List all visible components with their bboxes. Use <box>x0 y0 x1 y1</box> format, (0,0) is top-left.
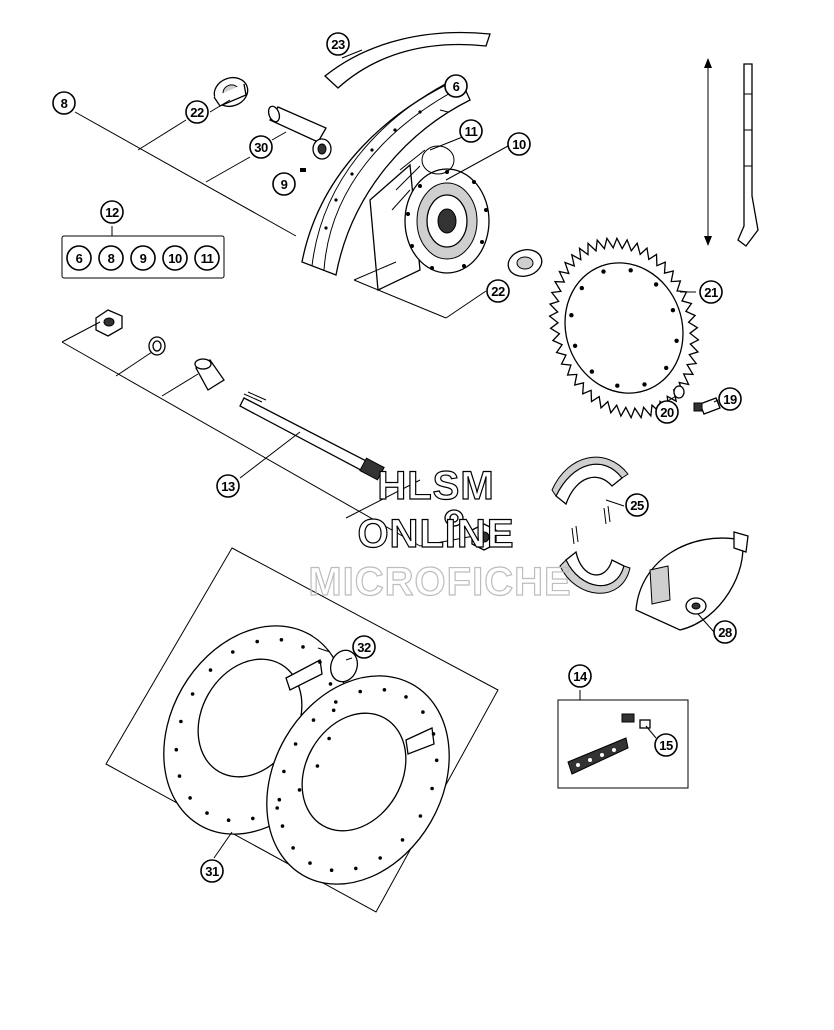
rear-sprocket-drawing <box>548 236 700 420</box>
bearing-bottom-drawing <box>507 249 543 277</box>
kit-item-label: 6 <box>76 251 83 266</box>
callout-label: 22 <box>190 105 204 120</box>
callout-c22-bottom: 22 <box>486 279 510 303</box>
watermark-line-3: MICROFICHE <box>308 560 571 604</box>
sprocket-bolt-drawing <box>673 385 721 415</box>
callout-label: 21 <box>704 285 718 300</box>
part-callouts: 23 6 8 22 30 11 10 9 12 22 21 20 19 13 25 28 32 14 15 31 <box>52 32 742 883</box>
callout-c28: 28 <box>713 620 737 644</box>
brake-plate-drawing <box>635 531 749 631</box>
callout-c14: 14 <box>568 664 592 688</box>
callout-c21: 21 <box>699 280 723 304</box>
callout-label: 28 <box>718 625 732 640</box>
spoke-nipple-drawing <box>300 168 306 172</box>
brake-shoes-drawing <box>551 456 631 594</box>
callout-label: 22 <box>491 284 505 299</box>
callout-label: 32 <box>357 640 371 655</box>
watermark-line-1: HLSM <box>377 464 494 508</box>
callout-label: 30 <box>254 140 268 155</box>
watermark: HLSM ONLINE MICROFICHE <box>308 463 572 604</box>
leader-lines <box>61 49 719 859</box>
callout-label: 9 <box>281 177 288 192</box>
callout-label: 15 <box>659 738 673 753</box>
axle-washer-drawing <box>148 336 166 356</box>
callout-label: 6 <box>453 79 460 94</box>
callout-c32: 32 <box>352 635 376 659</box>
callout-label: 12 <box>105 205 119 220</box>
kit-item-label: 11 <box>201 251 214 266</box>
callout-c22-top: 22 <box>185 100 209 124</box>
kit-item-circle <box>162 245 188 271</box>
spoke-rod-drawing <box>704 58 759 247</box>
wheel-rim-drawing <box>301 77 471 276</box>
callout-c30: 30 <box>249 135 273 159</box>
callout-c9: 9 <box>272 172 296 196</box>
kit-12-box: 6 8 9 10 11 <box>61 235 225 279</box>
wheel-hub-drawing <box>369 145 490 291</box>
callout-c11: 11 <box>459 119 483 143</box>
callout-c20: 20 <box>655 400 679 424</box>
callout-label: 8 <box>61 96 68 111</box>
callout-c31: 31 <box>200 859 224 883</box>
axle-drawing <box>239 391 385 481</box>
bearing-top-drawing <box>213 76 249 108</box>
callout-c23: 23 <box>326 32 350 56</box>
kit-item-circle <box>130 245 156 271</box>
kit-item-circle <box>194 245 220 271</box>
callout-c8: 8 <box>52 91 76 115</box>
callout-c12: 12 <box>100 200 124 224</box>
callout-label: 11 <box>465 124 478 139</box>
axle-washer-right-drawing <box>444 509 464 527</box>
chain-kit-box <box>557 699 689 789</box>
kit-item-circle <box>66 245 92 271</box>
rim-tape-drawing <box>324 31 491 89</box>
callout-label: 23 <box>331 37 345 52</box>
callout-label: 14 <box>573 669 588 684</box>
kit-item-label: 8 <box>108 251 115 266</box>
callout-c10: 10 <box>507 132 531 156</box>
kit-item-circle <box>98 245 124 271</box>
callout-label: 31 <box>205 864 219 879</box>
callout-label: 19 <box>723 392 737 407</box>
callout-c19: 19 <box>718 387 742 411</box>
callout-c25: 25 <box>625 493 649 517</box>
callout-c15: 15 <box>654 733 678 757</box>
callout-label: 20 <box>660 405 674 420</box>
kit-item-label: 9 <box>140 251 147 266</box>
spacer-tube-drawing <box>267 105 332 160</box>
callout-c13: 13 <box>216 474 240 498</box>
callout-label: 10 <box>512 137 526 152</box>
axle-spacer-drawing <box>194 358 225 391</box>
callout-c6-top: 6 <box>444 74 468 98</box>
axle-nut-right-drawing <box>471 523 497 551</box>
callout-label: 25 <box>630 498 644 513</box>
kit-item-label: 10 <box>168 251 182 266</box>
axle-nut-drawing <box>95 309 123 337</box>
watermark-line-2: ONLINE <box>357 512 514 556</box>
gasket-sheet-drawing <box>105 547 499 913</box>
callout-label: 13 <box>221 479 235 494</box>
